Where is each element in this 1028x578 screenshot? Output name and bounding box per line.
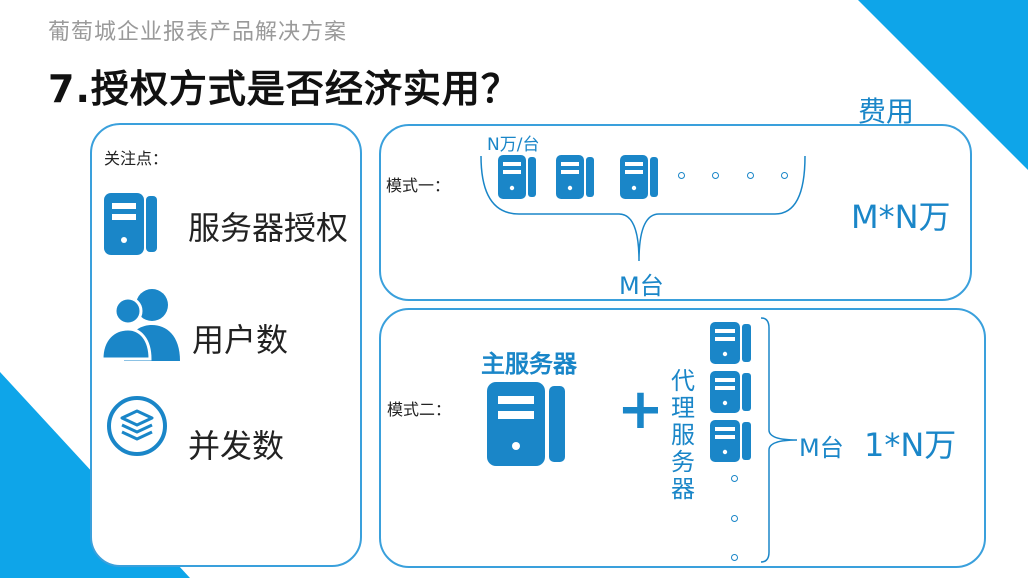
- server-icon: [498, 155, 536, 199]
- focus-item-label: 并发数: [188, 427, 285, 465]
- mode1-brace: [480, 155, 806, 262]
- focus-item-label: 用户数: [192, 321, 289, 359]
- mode2-count: M台: [799, 434, 844, 462]
- mode1-cost: M*N万: [851, 198, 951, 236]
- server-icon: [710, 420, 751, 462]
- fee-label: 费用: [858, 95, 915, 128]
- ellipsis-dot-icon: [747, 172, 754, 179]
- focus-points-heading: 关注点：: [104, 149, 169, 168]
- ellipsis-dot-icon: [712, 172, 719, 179]
- server-icon: [556, 155, 594, 199]
- server-icon: [104, 193, 157, 255]
- users-icon: [100, 289, 180, 361]
- server-icon: [710, 322, 751, 364]
- mode1-label: 模式一：: [386, 176, 451, 195]
- slide-title: 7.授权方式是否经济实用？: [48, 67, 520, 111]
- mode2-panel: 模式二： 主服务器 + 代理服务器 M台 1*N万: [379, 308, 986, 568]
- mode2-label: 模式二：: [387, 400, 452, 419]
- focus-points-panel: 关注点： 服务器授权 用户数 并发数: [90, 123, 362, 567]
- focus-item-label: 服务器授权: [188, 209, 349, 247]
- mode2-proxy-server-label: 代理服务器: [671, 367, 695, 503]
- ellipsis-dot-icon: [731, 475, 738, 482]
- main-server-icon: [487, 382, 565, 466]
- mode2-brace: [760, 317, 798, 563]
- ellipsis-dot-icon: [781, 172, 788, 179]
- layers-icon: [107, 396, 167, 456]
- server-icon: [710, 371, 751, 413]
- ellipsis-dot-icon: [731, 515, 738, 522]
- ellipsis-dot-icon: [731, 554, 738, 561]
- plus-sign: +: [617, 377, 664, 442]
- mode1-per-unit: N万/台: [487, 135, 540, 155]
- slide-subtitle: 葡萄城企业报表产品解决方案: [48, 20, 348, 45]
- mode1-panel: 模式一： N万/台 M台 M*N万: [379, 124, 972, 301]
- mode1-count: M台: [619, 272, 664, 300]
- mode2-cost: 1*N万: [864, 426, 957, 464]
- server-icon: [620, 155, 658, 199]
- ellipsis-dot-icon: [678, 172, 685, 179]
- mode2-main-server-label: 主服务器: [481, 350, 577, 378]
